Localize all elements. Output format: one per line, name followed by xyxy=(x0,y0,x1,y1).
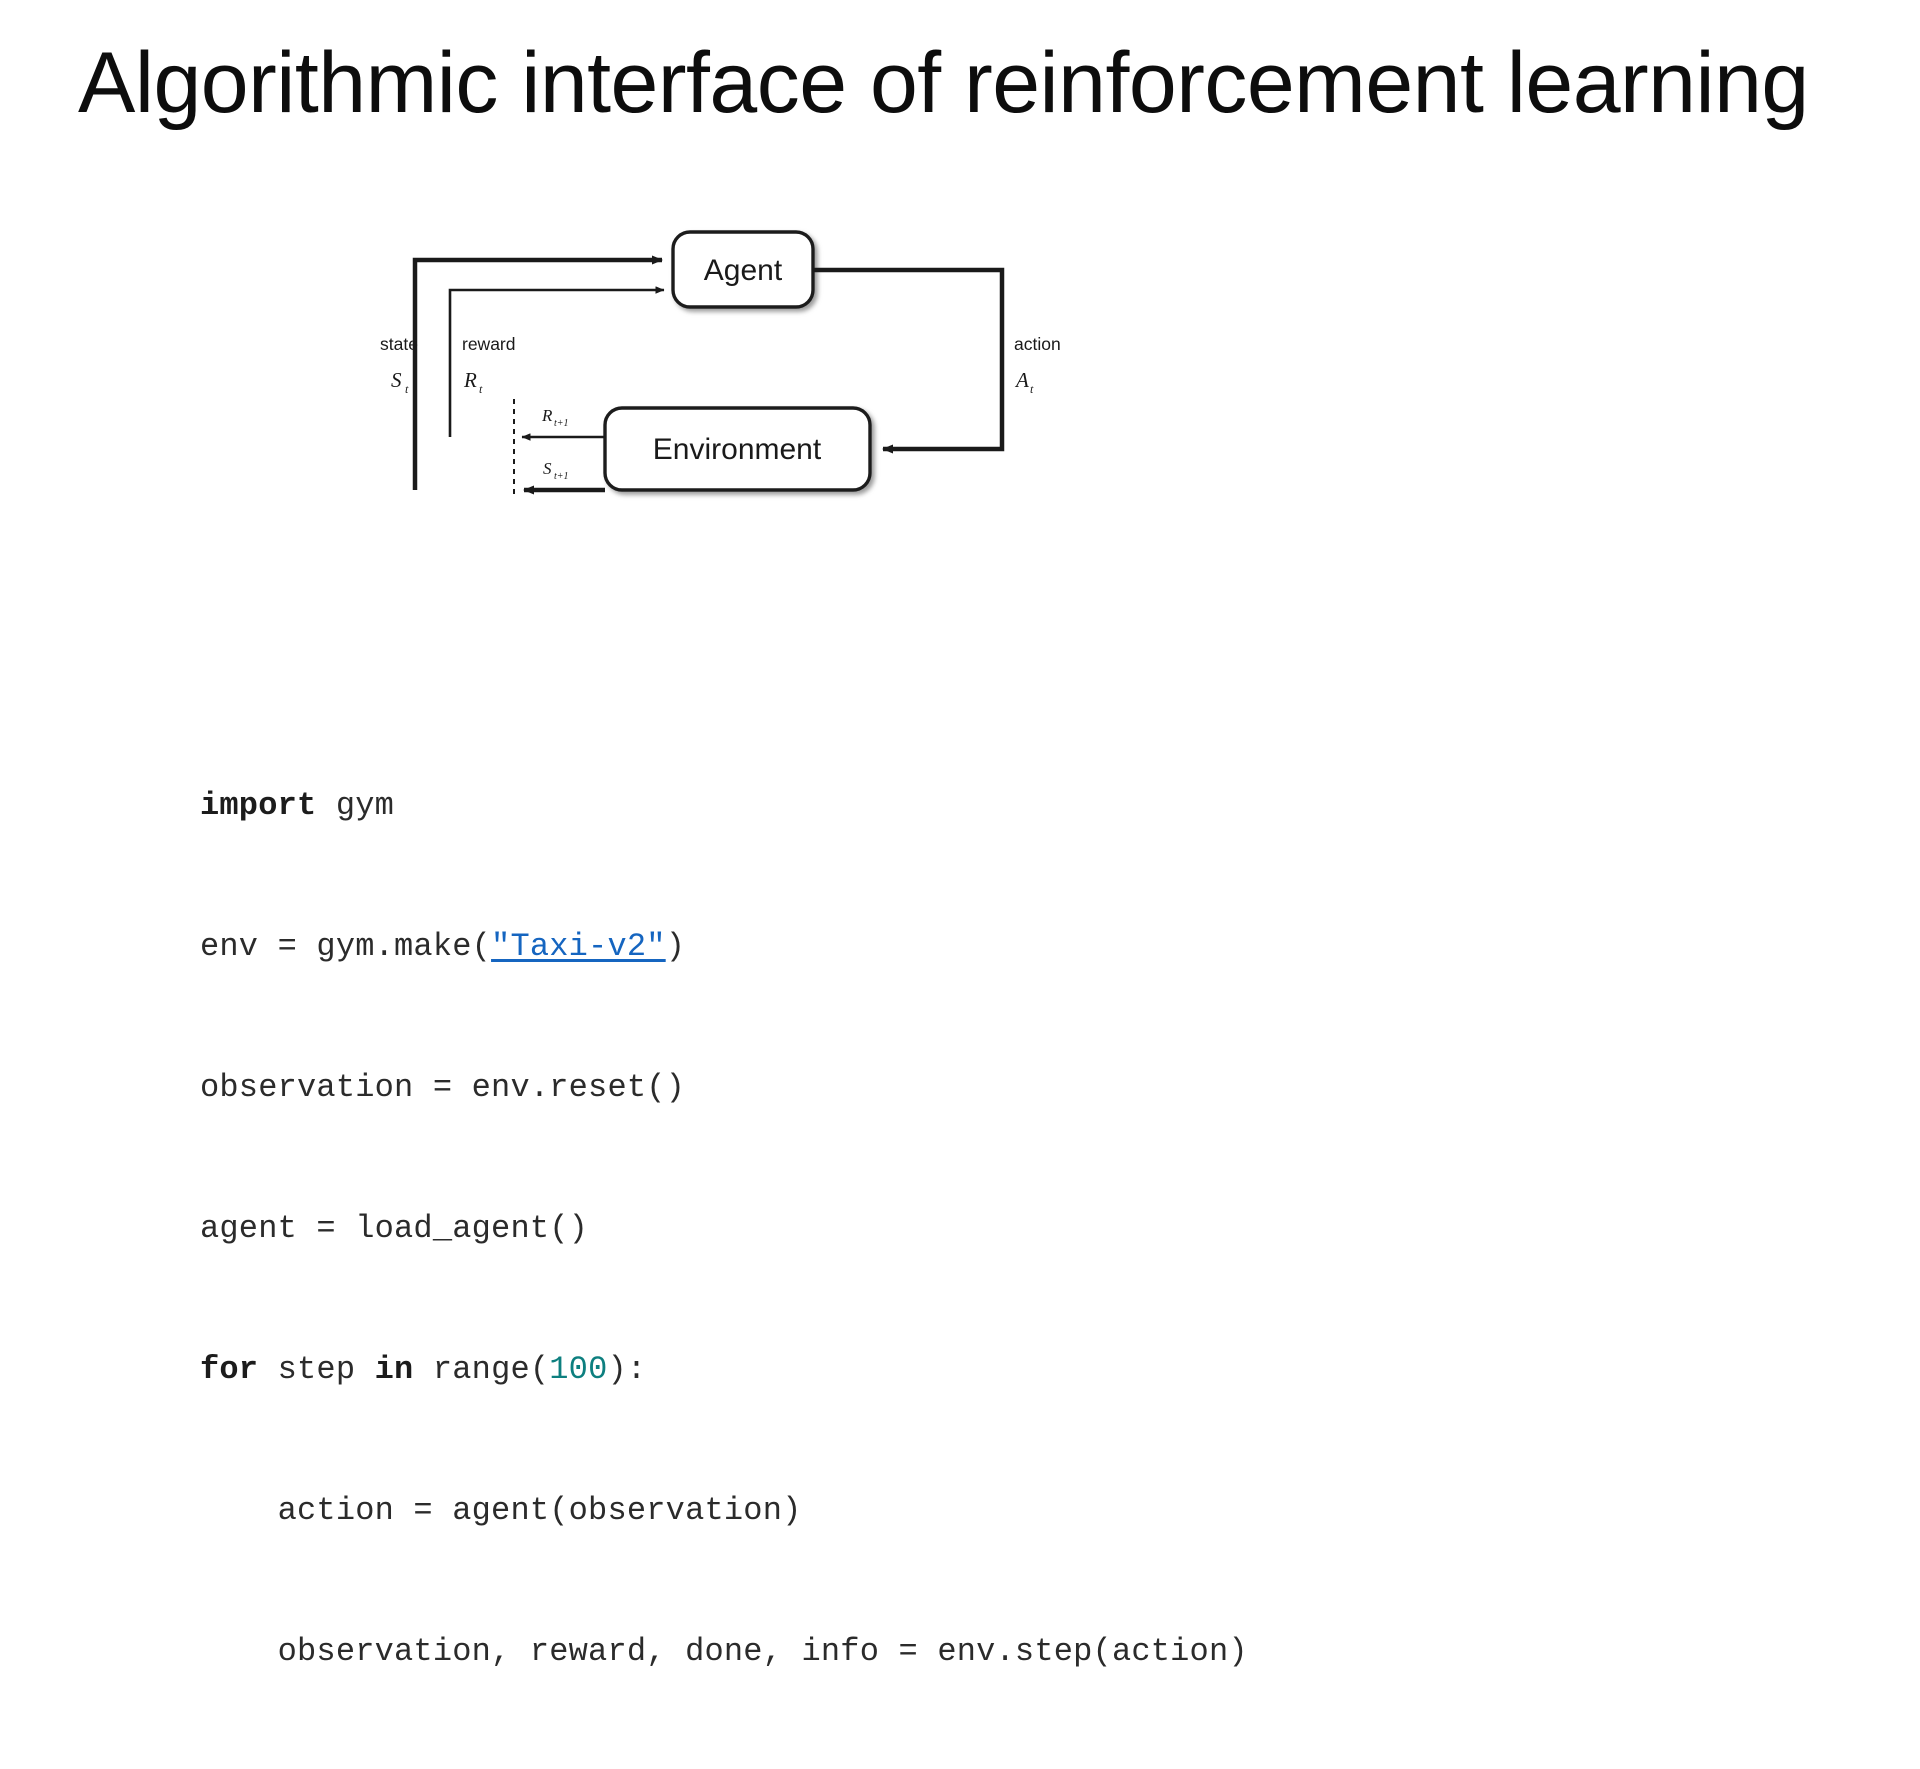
reward-edge-label-group: reward R t xyxy=(462,334,516,396)
state-edge-label: state xyxy=(380,334,418,354)
reward-edge-path xyxy=(448,286,665,437)
next-reward-label-group: R t+1 xyxy=(541,406,569,429)
environment-node: Environment xyxy=(603,406,872,492)
code-keyword: import xyxy=(200,787,317,824)
code-line-line-5: for step in range(100): xyxy=(200,1346,1248,1393)
code-line-line-7: observation, reward, done, info = env.st… xyxy=(200,1628,1248,1675)
code-text: observation, reward, done, info = env.st… xyxy=(200,1633,1248,1670)
code-text: range( xyxy=(413,1351,550,1388)
next-state-subscript: t+1 xyxy=(554,471,569,482)
action-edge-label: action xyxy=(1014,334,1061,354)
code-line-line-3: observation = env.reset() xyxy=(200,1064,1248,1111)
action-edge-subscript: t xyxy=(1030,382,1034,396)
page-title: Algorithmic interface of reinforcement l… xyxy=(78,35,1809,131)
next-state-symbol: S xyxy=(543,459,552,478)
state-edge-path xyxy=(412,255,663,490)
code-line-line-4: agent = load_agent() xyxy=(200,1205,1248,1252)
state-edge-symbol: S xyxy=(391,368,402,392)
code-text: action = agent(observation) xyxy=(200,1492,802,1529)
code-number: 100 xyxy=(549,1351,608,1388)
action-edge-path xyxy=(813,267,1005,454)
slide-canvas: Algorithmic interface of reinforcement l… xyxy=(78,35,1810,1670)
agent-node-label: Agent xyxy=(704,254,783,287)
code-string-link[interactable]: "Taxi-v2" xyxy=(491,928,666,965)
code-text: agent = load_agent() xyxy=(200,1210,589,1247)
code-line-line-1: import gym xyxy=(200,782,1248,829)
code-keyword: for xyxy=(200,1351,259,1388)
next-reward-symbol: R xyxy=(541,406,553,425)
code-text: observation = env.reset() xyxy=(200,1069,686,1106)
next-state-label-group: S t+1 xyxy=(543,459,569,482)
reward-edge-subscript: t xyxy=(479,382,483,396)
environment-node-box xyxy=(603,406,872,492)
code-line-line-2: env = gym.make("Taxi-v2") xyxy=(200,923,1248,970)
code-line-line-6: action = agent(observation) xyxy=(200,1487,1248,1534)
reward-edge-label: reward xyxy=(462,334,516,354)
code-text: env = gym.make( xyxy=(200,928,492,965)
code-text: gym xyxy=(316,787,395,824)
code-text: ): xyxy=(607,1351,647,1388)
agent-node: Agent xyxy=(671,230,815,309)
action-edge-label-group: action A t xyxy=(1014,334,1061,396)
state-edge-label-group: state S t xyxy=(380,334,418,396)
code-block: import gym env = gym.make("Taxi-v2") obs… xyxy=(200,688,1248,1769)
next-reward-subscript: t+1 xyxy=(554,418,569,429)
rl-loop-diagram: Agent Environment state S xyxy=(380,215,1180,515)
state-edge-subscript: t xyxy=(405,382,409,396)
code-text: step xyxy=(258,1351,375,1388)
code-keyword: in xyxy=(374,1351,414,1388)
action-edge-symbol: A xyxy=(1014,368,1029,392)
code-text: ) xyxy=(665,928,686,965)
environment-node-label: Environment xyxy=(653,433,822,466)
reward-edge-symbol: R xyxy=(463,368,477,392)
